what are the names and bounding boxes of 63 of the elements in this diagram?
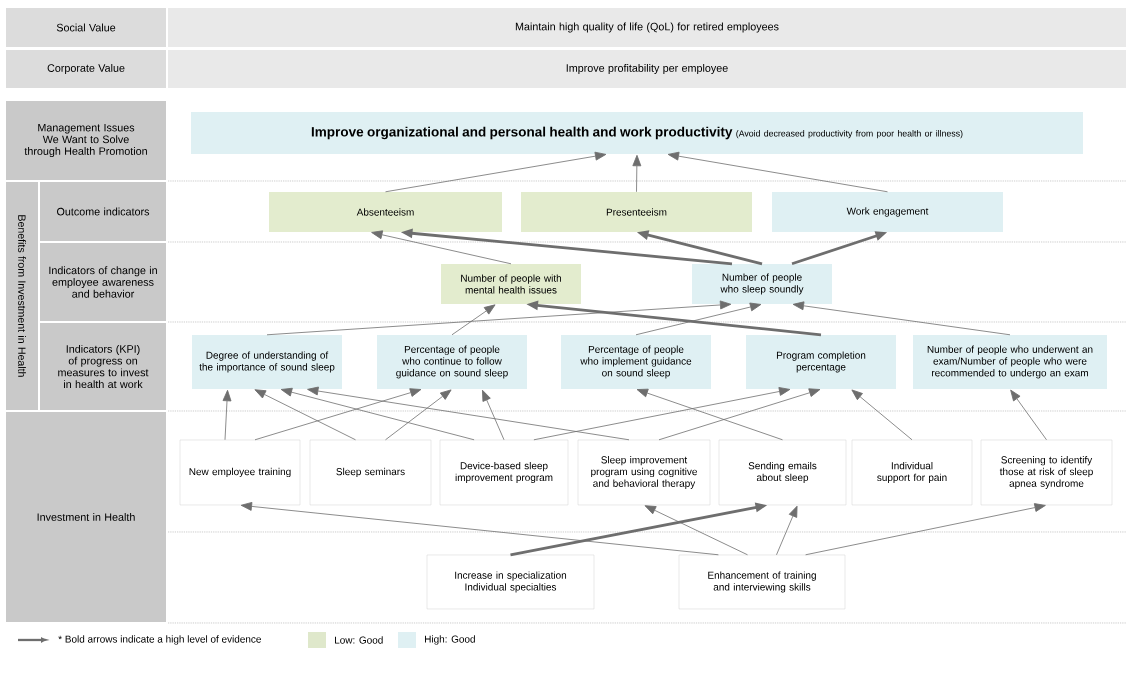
indicator-box: Presenteeism bbox=[521, 192, 752, 232]
arrow bbox=[385, 389, 452, 441]
arrow bbox=[776, 505, 798, 556]
value-band: Maintain high quality of life (QoL) for retired employees bbox=[168, 8, 1126, 47]
arrow bbox=[1010, 389, 1047, 441]
arrow bbox=[533, 387, 791, 441]
indicator-box: Number of people who sleep soundly bbox=[692, 264, 832, 304]
indicator-box: Work engagement bbox=[772, 192, 1003, 232]
measure-box: Enhancement of training and interviewing skills bbox=[678, 554, 846, 610]
indicator-box: Percentage of people who implement guidance on sound sleep bbox=[561, 335, 711, 389]
row-header: Indicators of change in employee awareness and behavior bbox=[40, 243, 166, 321]
goal-box: Improve organizational and personal health and work productivity (Avoid decreased productivity from poor health or illness) bbox=[191, 112, 1083, 154]
indicator-box: Program completion percentage bbox=[746, 335, 896, 389]
measure-box: Individual support for pain bbox=[851, 439, 973, 506]
measure-box: Increase in specialization Individual specialties bbox=[426, 554, 595, 610]
arrow bbox=[371, 230, 512, 265]
row-header: Social Value bbox=[6, 8, 166, 47]
arrow bbox=[658, 388, 821, 441]
vertical-header: Benefits from Investment in Health bbox=[6, 182, 38, 410]
measure-box: Sending emails about sleep bbox=[718, 439, 847, 506]
measure-box: New employee training bbox=[179, 439, 301, 506]
row-header: Outcome indicators bbox=[40, 182, 166, 241]
measure-box: Device-based sleep improvement program bbox=[439, 439, 569, 506]
row-header: Management Issues We Want to Solve through Health Promotion bbox=[6, 101, 166, 180]
arrow bbox=[451, 304, 496, 336]
arrow bbox=[266, 300, 732, 336]
indicator-box: Absenteeism bbox=[269, 192, 502, 232]
node-label: Outcome indicators bbox=[57, 207, 150, 216]
arrow bbox=[792, 301, 1011, 336]
row-header: Investment in Health bbox=[6, 412, 166, 622]
indicator-box: Number of people with mental health issues bbox=[441, 264, 581, 304]
row-header: Corporate Value bbox=[6, 50, 166, 88]
value-band: Improve profitability per employee bbox=[168, 50, 1126, 88]
indicator-box: Degree of understanding of the importance of sound sleep bbox=[192, 335, 342, 389]
arrow bbox=[482, 389, 505, 441]
legend-text: * Bold arrows indicate a high level of evidence bbox=[58, 635, 261, 645]
arrow bbox=[385, 151, 607, 193]
arrow bbox=[635, 302, 762, 336]
arrow bbox=[632, 154, 642, 193]
arrow bbox=[222, 389, 232, 441]
arrow bbox=[307, 386, 630, 441]
measure-box: Sleep improvement program using cognitive and behavioral therapy bbox=[577, 439, 711, 506]
measure-box: Screening to identify those at risk of sleep apnea syndrome bbox=[980, 439, 1113, 506]
arrow bbox=[254, 389, 356, 441]
indicator-box: Number of people who underwent an exam/Number of people who were recommended to undergo an exam bbox=[913, 335, 1107, 389]
node-label: Indicators (KPI) of progress on measures to invest in health at work bbox=[58, 344, 149, 389]
arrow bbox=[254, 388, 422, 441]
node-label: Indicators of change in employee awareness and behavior bbox=[49, 266, 157, 298]
arrow bbox=[280, 387, 475, 441]
legend-text: Low: Good bbox=[335, 636, 383, 644]
node-label: Investment in Health bbox=[37, 513, 135, 521]
node-label: Benefits from Investment in Health bbox=[18, 215, 26, 377]
arrow bbox=[851, 389, 913, 441]
arrow bbox=[636, 388, 783, 441]
indicator-box: Percentage of people who continue to follow guidance on sound sleep bbox=[377, 335, 527, 389]
arrow bbox=[805, 503, 1046, 556]
arrow bbox=[240, 502, 719, 556]
arrow bbox=[644, 505, 748, 556]
row-header: Indicators (KPI) of progress on measures to invest in health at work bbox=[40, 323, 166, 410]
legend-text: High: Good bbox=[425, 635, 475, 645]
node-label: Management Issues We Want to Solve through Health Promotion bbox=[24, 123, 147, 158]
measure-box: Sleep seminars bbox=[309, 439, 432, 506]
arrow bbox=[667, 151, 888, 193]
